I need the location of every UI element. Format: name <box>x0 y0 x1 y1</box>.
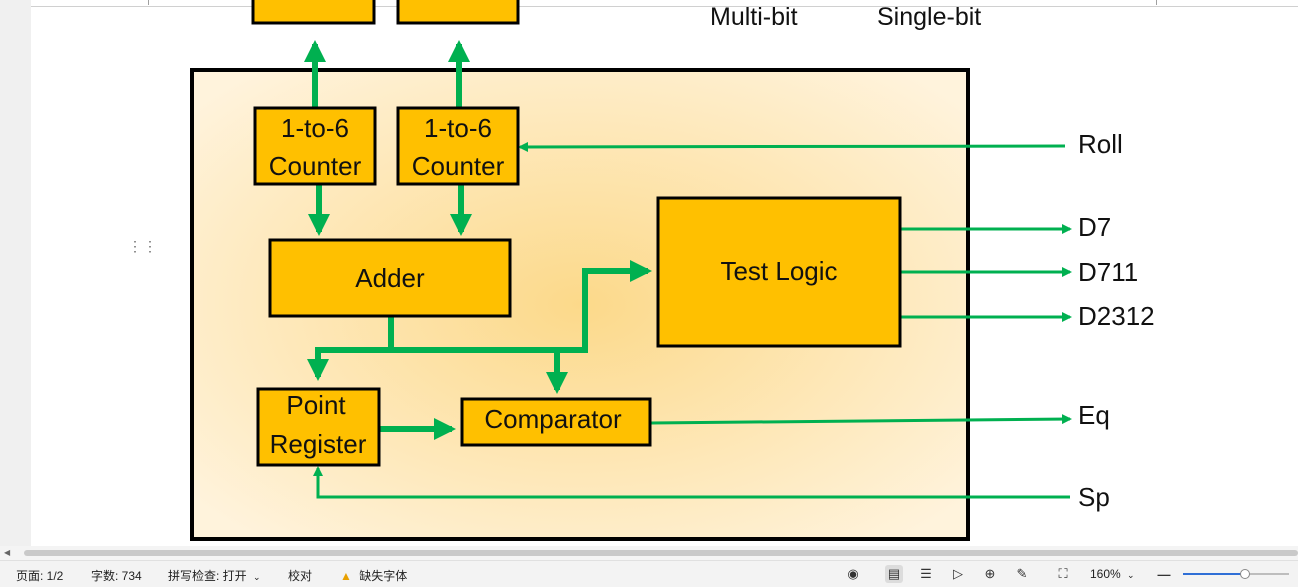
status-bar: 页面: 1/2 字数: 734 拼写检查: 打开 ⌄ 校对 ▲ 缺失字体 ◉ ▤… <box>0 560 1298 587</box>
chevron-down-icon: ⌄ <box>253 572 261 582</box>
point-register-label-line2: Register <box>270 429 367 459</box>
counter-2-block <box>396 106 520 186</box>
proofread-button[interactable]: 校对 <box>288 569 313 583</box>
scroll-left-arrow-icon[interactable]: ◀ <box>4 548 11 557</box>
zoom-level[interactable]: 160% ⌄ <box>1090 567 1135 581</box>
signal-roll-label: Roll <box>1078 129 1123 159</box>
label-single-bit: Single-bit <box>877 3 981 31</box>
wire-bus-to-test-logic <box>391 260 652 353</box>
page-top-edge <box>31 0 1298 7</box>
point-register-block <box>256 387 381 467</box>
block-diagram: Multi-bit Single-bit 1-to-6 Counter 1 <box>190 0 1155 541</box>
arrow-sp <box>313 466 1070 499</box>
counter-1-label-line2: Counter <box>269 151 362 181</box>
counter-2-label-line2: Counter <box>412 151 505 181</box>
zoom-out-icon[interactable]: — <box>1157 566 1171 582</box>
fit-screen-icon[interactable]: ⛶ <box>1058 566 1068 581</box>
zoom-slider[interactable] <box>1183 569 1289 579</box>
eye-icon[interactable]: ◉ <box>847 566 859 581</box>
signal-d7-label: D7 <box>1078 212 1111 242</box>
wire-adder-bus <box>307 316 394 381</box>
counter-2-label-line1: 1-to-6 <box>424 113 492 143</box>
seven-seg-display-1 <box>251 0 376 25</box>
spell-check-label: 拼写检查: 打开 <box>168 569 247 583</box>
counter-1-block <box>253 106 377 186</box>
document-area: ⋮⋮ Multi-bit Single-bit <box>31 0 1298 546</box>
missing-font-button[interactable]: ▲ 缺失字体 <box>340 567 407 584</box>
missing-font-label: 缺失字体 <box>359 569 408 583</box>
signal-d711-label: D711 <box>1078 257 1138 287</box>
arrow-roll <box>518 141 1066 152</box>
test-logic-block <box>656 196 902 348</box>
warning-icon: ▲ <box>340 569 352 583</box>
signal-sp-label: Sp <box>1078 482 1110 512</box>
zoom-slider-fill <box>1183 573 1244 575</box>
label-multi-bit: Multi-bit <box>710 3 798 31</box>
chevron-down-icon: ⌄ <box>1127 570 1135 580</box>
globe-icon[interactable]: ⊕ <box>984 566 996 581</box>
pen-icon[interactable]: ✎ <box>1016 566 1028 581</box>
adder-block <box>268 238 512 318</box>
play-icon[interactable]: ▷ <box>953 566 963 581</box>
comparator-label: Comparator <box>484 404 622 434</box>
outline-view-icon[interactable]: ☰ <box>920 566 932 581</box>
comparator-block <box>460 397 652 447</box>
zoom-slider-knob[interactable] <box>1240 569 1250 579</box>
point-register-label-line1: Point <box>286 390 346 420</box>
adder-label: Adder <box>355 263 425 293</box>
signal-d2312-label: D2312 <box>1078 301 1155 331</box>
signal-eq-label: Eq <box>1078 400 1110 430</box>
page-indicator[interactable]: 页面: 1/2 <box>16 569 64 583</box>
arrow-eq <box>650 414 1072 425</box>
word-count[interactable]: 字数: 734 <box>91 569 142 583</box>
horizontal-scrollbar[interactable]: ◀ <box>0 546 1298 560</box>
test-logic-label: Test Logic <box>720 256 837 286</box>
counter-1-label-line1: 1-to-6 <box>281 113 349 143</box>
seven-seg-display-2 <box>396 0 520 25</box>
zoom-level-label: 160% <box>1090 567 1121 581</box>
spell-check-toggle[interactable]: 拼写检查: 打开 ⌄ <box>168 567 261 584</box>
page-view-icon[interactable]: ▤ <box>885 565 903 583</box>
horizontal-scrollbar-thumb[interactable] <box>24 550 1298 556</box>
